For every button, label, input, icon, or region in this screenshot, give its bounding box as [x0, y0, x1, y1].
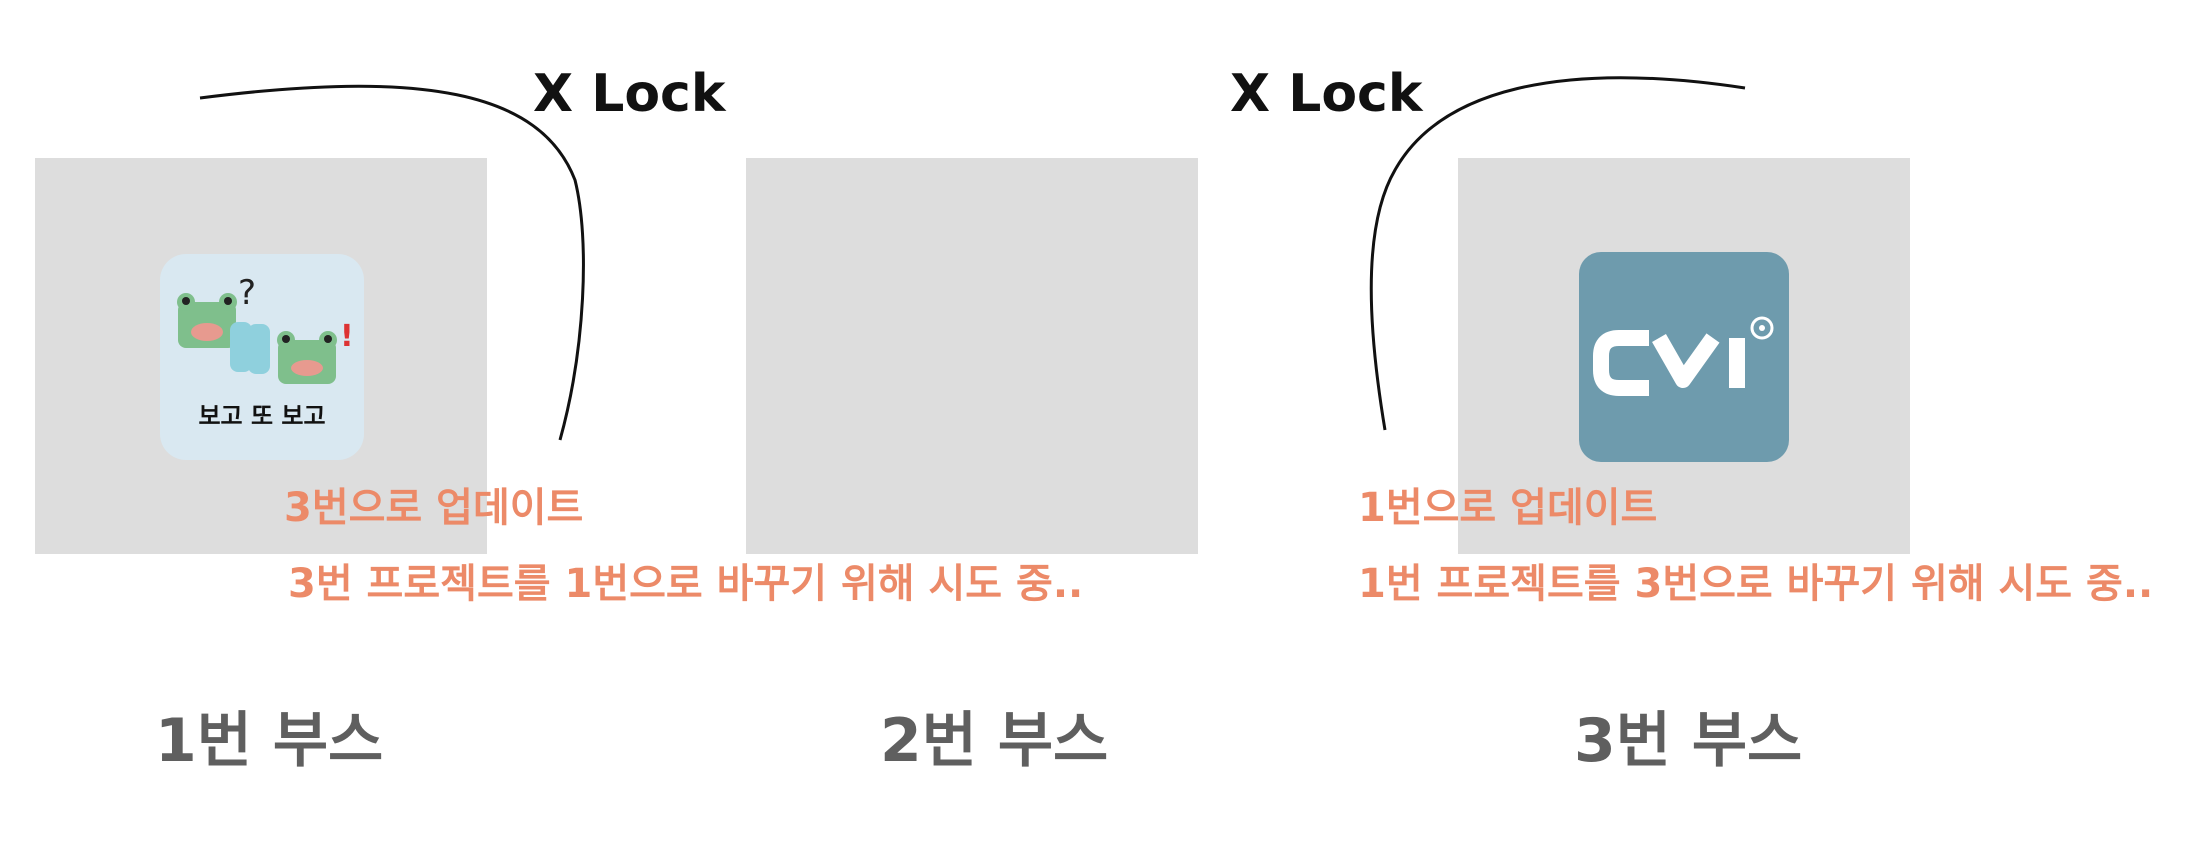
booth-1-label: 1번 부스: [155, 706, 384, 776]
frog-icon-caption: 보고 또 보고: [198, 402, 326, 430]
svg-text:!: !: [340, 319, 354, 354]
booth-2-label: 2번 부스: [880, 706, 1109, 776]
frog-app-icon: ? ! 보고 또 보고: [160, 254, 364, 460]
lock-arc-left: [199, 84, 585, 441]
booth-2-box: [746, 158, 1198, 554]
booth-3-note-update: 1번으로 업데이트: [1358, 485, 1658, 531]
x-lock-label-right: X Lock: [1230, 64, 1423, 124]
lock-arc-right: [1369, 76, 1746, 431]
cvi-logo-mark-icon: [1593, 316, 1774, 396]
x-lock-label-left: X Lock: [533, 64, 726, 124]
booth-1-note-update: 3번으로 업데이트: [284, 485, 584, 531]
svg-text:?: ?: [238, 273, 256, 313]
booth-1-note-attempt: 3번 프로젝트를 1번으로 바꾸기 위해 시도 중..: [288, 561, 1084, 607]
frog-illustration-icon: ? !: [177, 273, 354, 384]
cvi-logo-icon: [1579, 252, 1789, 462]
booth-3-note-attempt: 1번 프로젝트를 3번으로 바꾸기 위해 시도 중..: [1358, 561, 2154, 607]
booth-3-label: 3번 부스: [1574, 706, 1803, 776]
